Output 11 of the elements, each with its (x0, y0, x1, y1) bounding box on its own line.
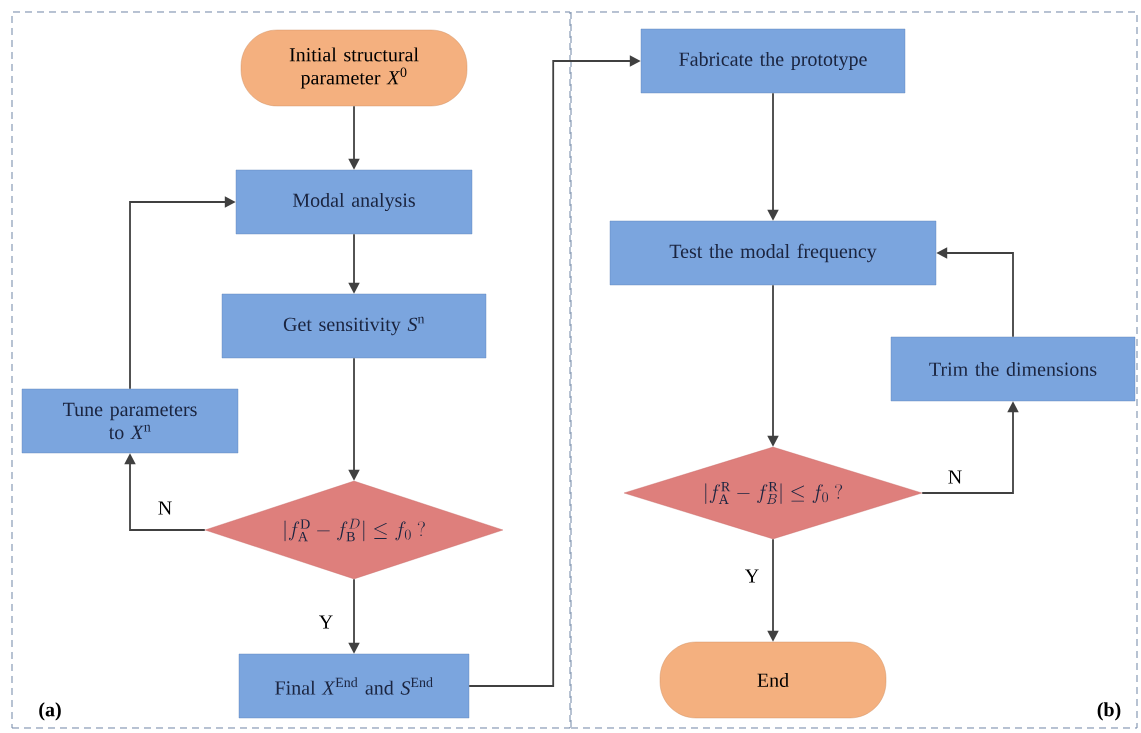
process-box: Test the modal frequency (609, 220, 937, 286)
process-box: Trim the dimensions (890, 336, 1136, 402)
process-box: Modal analysis (235, 169, 473, 235)
edge-label: N (948, 470, 962, 484)
process-box: Tune parameters to X$^{n}$ (21, 388, 239, 454)
edge-label: Y (319, 615, 333, 629)
edge-label: N (158, 501, 172, 515)
process-box: Get sensitivity S$^{n}$ (221, 293, 487, 359)
process-box: Final X$^{End}$ and S$^{End}$ (238, 653, 470, 719)
process-box: Fabricate the prototype (640, 28, 906, 94)
edge-label: Y (745, 569, 759, 583)
